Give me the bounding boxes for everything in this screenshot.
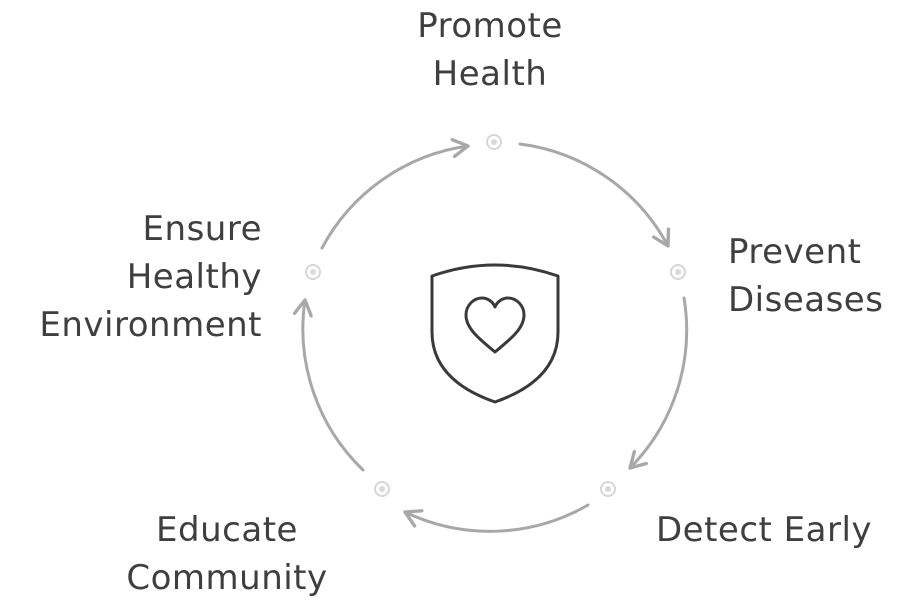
step-label-ensure-healthy-environment: Ensure Healthy Environment <box>10 205 262 349</box>
shield-icon <box>430 263 560 404</box>
arrow-detect-to-educate <box>403 503 590 533</box>
node-promote-health <box>486 134 502 150</box>
step-label-line: Diseases <box>728 280 884 320</box>
step-label-line: Educate <box>156 510 298 550</box>
heart-icon <box>464 296 526 354</box>
node-prevent-diseases <box>670 264 686 280</box>
step-label-line: Detect Early <box>656 510 873 550</box>
arrow-ensure-to-promote <box>320 138 470 250</box>
step-label-line: Healthy <box>126 257 262 297</box>
arrow-promote-to-prevent <box>518 142 671 248</box>
shield-heart-icon <box>430 263 560 404</box>
step-label-line: Prevent <box>728 232 862 272</box>
step-label-line: Health <box>432 54 548 94</box>
node-educate-community <box>374 481 390 497</box>
step-label-detect-early: Detect Early <box>656 506 872 554</box>
step-label-line: Community <box>126 558 328 598</box>
arrow-prevent-to-detect <box>628 296 689 470</box>
arrow-educate-to-ensure <box>292 298 365 472</box>
step-label-line: Environment <box>39 305 262 345</box>
step-label-line: Promote <box>417 6 563 46</box>
step-label-promote-health: Promote Health <box>390 2 590 98</box>
node-detect-early <box>600 481 616 497</box>
node-ensure-healthy-environment <box>305 264 321 280</box>
step-label-prevent-diseases: Prevent Diseases <box>728 228 883 324</box>
step-label-line: Ensure <box>142 209 262 249</box>
step-label-educate-community: Educate Community <box>112 506 342 602</box>
